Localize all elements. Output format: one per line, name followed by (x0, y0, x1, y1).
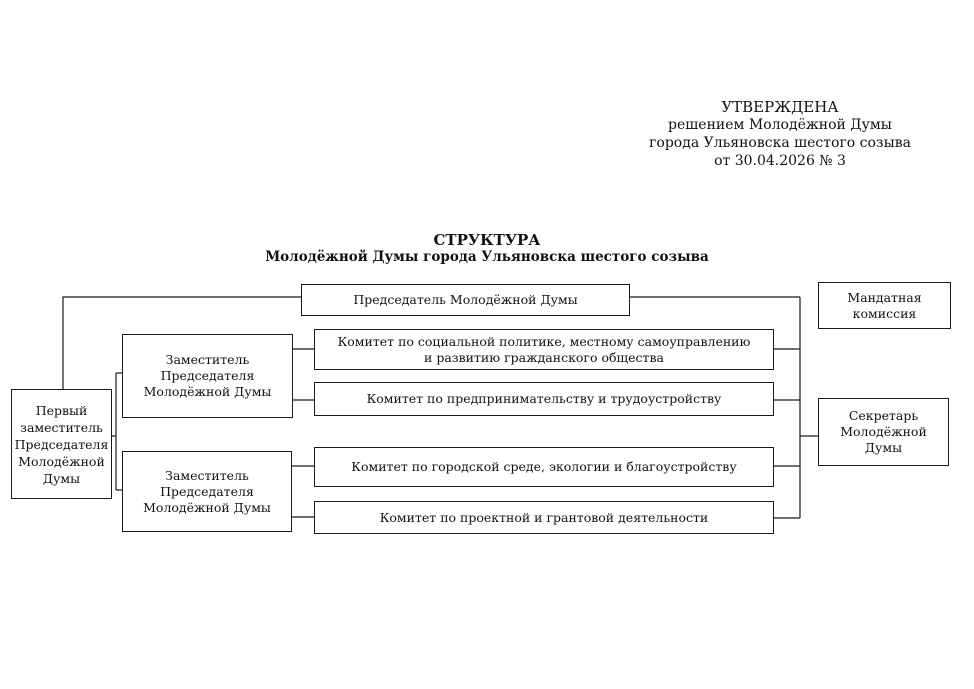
secretary-label-line: Молодёжной (840, 424, 927, 439)
deputy-1-label-line: Председателя (160, 368, 255, 383)
approval-line-3: от 30.04.2026 № 3 (714, 153, 846, 169)
chairman-box: Председатель Молодёжной Думы (301, 284, 630, 316)
deputy-1-label-line: Молодёжной Думы (143, 384, 272, 399)
deputy-2-label-line: Председателя (160, 483, 254, 499)
first-deputy-box: Первый заместитель Председателя Молодёжн… (11, 389, 112, 499)
mandate-commission-label-line: комиссия (852, 305, 917, 321)
structure-title: СТРУКТУРА (433, 231, 541, 249)
committee-grants-label: Комитет по проектной и грантовой деятель… (379, 509, 709, 525)
line-first-deputy-to-chairman (62, 296, 301, 389)
approval-line-2: города Ульяновска шестого созыва (649, 135, 911, 151)
mandate-commission-box: Мандатная комиссия (818, 282, 951, 329)
committee-grants-box: Комитет по проектной и грантовой деятель… (314, 501, 774, 534)
committee-social-box: Комитет по социальной политике, местному… (314, 329, 774, 370)
first-deputy-label-line: Первый (35, 402, 88, 418)
secretary-label-line: Думы (864, 440, 903, 455)
secretary-box: Секретарь Молодёжной Думы (818, 398, 949, 466)
deputy-chairman-box-2: Заместитель Председателя Молодёжной Думы (122, 451, 292, 532)
mandate-commission-label-line: Мандатная (847, 289, 922, 305)
deputy-2-label-line: Заместитель (165, 467, 249, 483)
line-first-deputy-bracket (112, 373, 117, 490)
chairman-label: Председатель Молодёжной Думы (353, 292, 578, 307)
committee-business-label: Комитет по предпринимательству и трудоус… (366, 391, 722, 406)
committee-social-label-line: и развитию гражданского общества (424, 349, 664, 365)
approval-title: УТВЕРЖДЕНА (721, 98, 839, 116)
approval-line-1: решением Молодёжной Думы (668, 117, 892, 133)
secretary-label-line: Секретарь (848, 408, 919, 423)
first-deputy-label-line: Председателя (14, 436, 109, 452)
committee-urban-box: Комитет по городской среде, экологии и б… (314, 447, 774, 487)
deputy-chairman-box-1: Заместитель Председателя Молодёжной Думы (122, 334, 293, 418)
approval-block: УТВЕРЖДЕНА решением Молодёжной Думы горо… (640, 98, 920, 170)
committee-urban-label: Комитет по городской среде, экологии и б… (351, 459, 737, 474)
committee-business-box: Комитет по предпринимательству и трудоус… (314, 382, 774, 416)
first-deputy-label-line: заместитель (20, 419, 103, 435)
committee-social-label-line: Комитет по социальной политике, местному… (337, 333, 751, 349)
first-deputy-label-line: Молодёжной (18, 453, 105, 469)
structure-subtitle: Молодёжной Думы города Ульяновска шестог… (265, 249, 709, 265)
first-deputy-label-line: Думы (42, 470, 81, 486)
deputy-2-label-line: Молодёжной Думы (143, 499, 271, 515)
deputy-1-label-line: Заместитель (165, 352, 250, 367)
